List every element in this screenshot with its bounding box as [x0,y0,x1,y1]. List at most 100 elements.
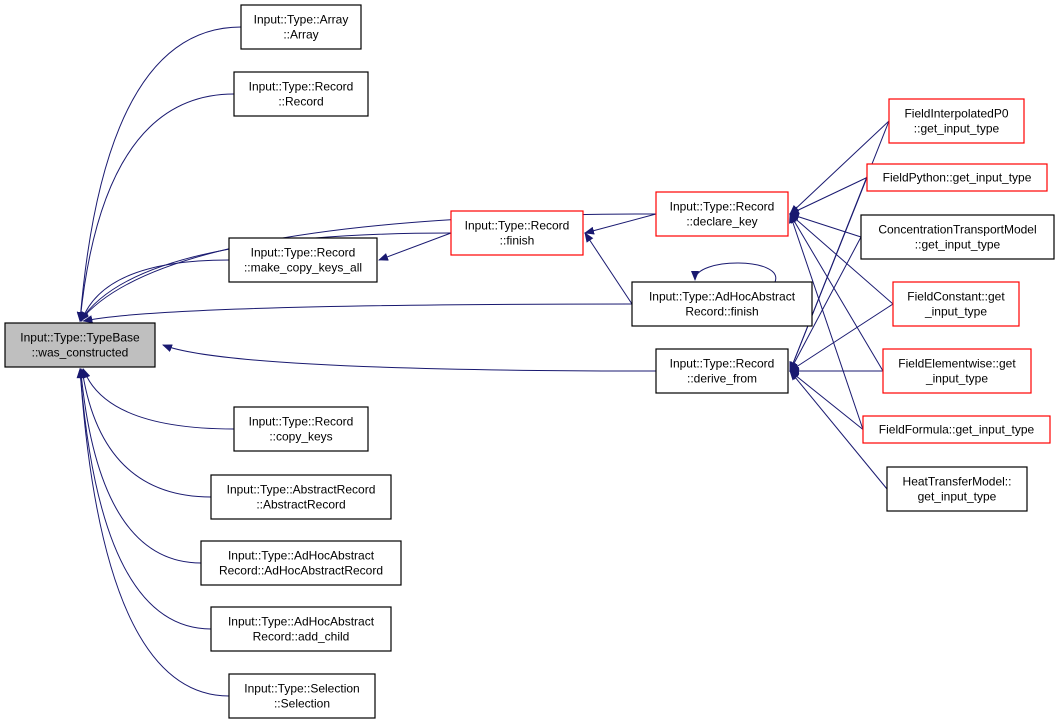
node-fip0[interactable]: FieldInterpolatedP0::get_input_type [888,98,1025,144]
node-label: _input_type [924,305,987,319]
nodes: Input::Type::TypeBase::was_constructedIn… [4,4,1055,719]
edge-ctm-to-declare [789,212,862,238]
edge-addchild-to-root [76,368,212,630]
edge-finish-to-mcka [378,232,452,261]
edge-derive-to-root [162,344,657,372]
node-box [228,673,376,719]
node-box [228,237,378,283]
node-label: ::get_input_type [914,122,1000,136]
node-derive[interactable]: Input::Type::Record::derive_from [655,348,789,394]
node-label: Record::add_child [253,630,350,644]
node-box [882,348,1032,394]
edge-finish-to-root [79,232,452,322]
node-label: ::AbstractRecord [256,498,345,512]
edges [76,26,894,697]
edge-felem-to-declare [789,213,884,372]
node-box [200,540,402,586]
node-record[interactable]: Input::Type::Record::Record [233,71,369,117]
node-box [888,98,1025,144]
node-fform[interactable]: FieldFormula::get_input_type [862,415,1051,444]
node-label: HeatTransferModel:: [903,475,1012,489]
node-label: ::derive_from [687,372,757,386]
node-htm[interactable]: HeatTransferModel::get_input_type [886,466,1028,512]
node-label: _input_type [925,372,988,386]
edge-declare-to-finish [584,213,657,235]
node-label: ::Array [283,28,318,42]
node-adhocfinish[interactable]: Input::Type::AdHocAbstractRecord::finish [631,281,813,327]
node-box [866,163,1048,192]
node-box [860,214,1055,260]
edge-mcka-to-root [80,259,230,322]
node-label: ::was_constructed [32,346,129,360]
node-label: ::declare_key [686,215,757,229]
edge-record-to-root [76,93,235,322]
edge-absrec-to-root [79,368,212,498]
edge-fform-to-derive [789,370,864,430]
node-box [233,71,369,117]
node-mcka[interactable]: Input::Type::Record::make_copy_keys_all [228,237,378,283]
node-root: Input::Type::TypeBase::was_constructed [4,322,156,368]
node-declare[interactable]: Input::Type::Record::declare_key [655,191,789,237]
node-box [233,406,369,452]
node-copykeys[interactable]: Input::Type::Record::copy_keys [233,406,369,452]
node-label: ::make_copy_keys_all [244,261,362,275]
edge-adhocfinish-to-finish [584,232,633,305]
node-label: Input::Type::Record [249,415,354,429]
edge-fpy-to-declare [789,177,868,215]
node-absrec[interactable]: Input::Type::AbstractRecord::AbstractRec… [210,474,392,520]
node-box [655,191,789,237]
node-label: FieldFormula::get_input_type [879,423,1035,437]
edge-fpy-to-derive [789,177,868,372]
edge-fform-to-declare [789,213,864,430]
node-label: Input::Type::Selection [244,682,359,696]
node-label: ::Record [278,95,323,109]
edge-ctm-to-derive [789,236,862,372]
node-box [450,210,584,256]
edge-adhocfinish-to-adhocfinish [691,262,777,283]
node-label: ConcentrationTransportModel [878,223,1036,237]
edge-htm-to-derive [789,370,888,490]
node-fconst[interactable]: FieldConstant::get_input_type [892,281,1020,327]
node-fpy[interactable]: FieldPython::get_input_type [866,163,1048,192]
node-label: ::Selection [274,697,330,711]
node-label: Input::Type::Record [670,200,775,214]
node-felem[interactable]: FieldElementwise::get_input_type [882,348,1032,394]
node-label: FieldElementwise::get [898,357,1016,371]
edge-array-to-root [76,26,242,322]
node-label: Input::Type::TypeBase [20,331,140,345]
node-box [210,474,392,520]
node-finish[interactable]: Input::Type::Record::finish [450,210,584,256]
node-label: Input::Type::Record [251,246,356,260]
node-label: Record::finish [685,305,758,319]
node-selection[interactable]: Input::Type::Selection::Selection [228,673,376,719]
edge-adhoc-to-root [77,368,202,564]
node-label: Input::Type::AbstractRecord [227,483,376,497]
node-label: ::copy_keys [269,430,332,444]
node-label: Input::Type::AdHocAbstract [228,615,375,629]
node-box [892,281,1020,327]
node-box [210,606,392,652]
node-label: FieldInterpolatedP0 [904,107,1008,121]
node-label: Input::Type::Record [670,357,775,371]
edge-copykeys-to-root [82,368,235,430]
node-label: Input::Type::Array [254,13,349,27]
node-box [4,322,156,368]
node-label: Input::Type::Record [249,80,354,94]
edge-fconst-to-declare [789,213,894,305]
node-label: Input::Type::Record [465,219,570,233]
node-array[interactable]: Input::Type::Array::Array [240,4,362,50]
node-adhoc[interactable]: Input::Type::AdHocAbstractRecord::AdHocA… [200,540,402,586]
edge-selection-to-root [76,368,230,697]
node-ctm[interactable]: ConcentrationTransportModel::get_input_t… [860,214,1055,260]
node-label: Input::Type::AdHocAbstract [228,549,375,563]
node-label: FieldConstant::get [907,290,1005,304]
node-label: FieldPython::get_input_type [883,171,1032,185]
node-addchild[interactable]: Input::Type::AdHocAbstractRecord::add_ch… [210,606,392,652]
node-label: ::finish [500,234,535,248]
node-label: ::get_input_type [915,238,1001,252]
node-box [631,281,813,327]
node-box [655,348,789,394]
node-label: Input::Type::AdHocAbstract [649,290,796,304]
node-box [886,466,1028,512]
